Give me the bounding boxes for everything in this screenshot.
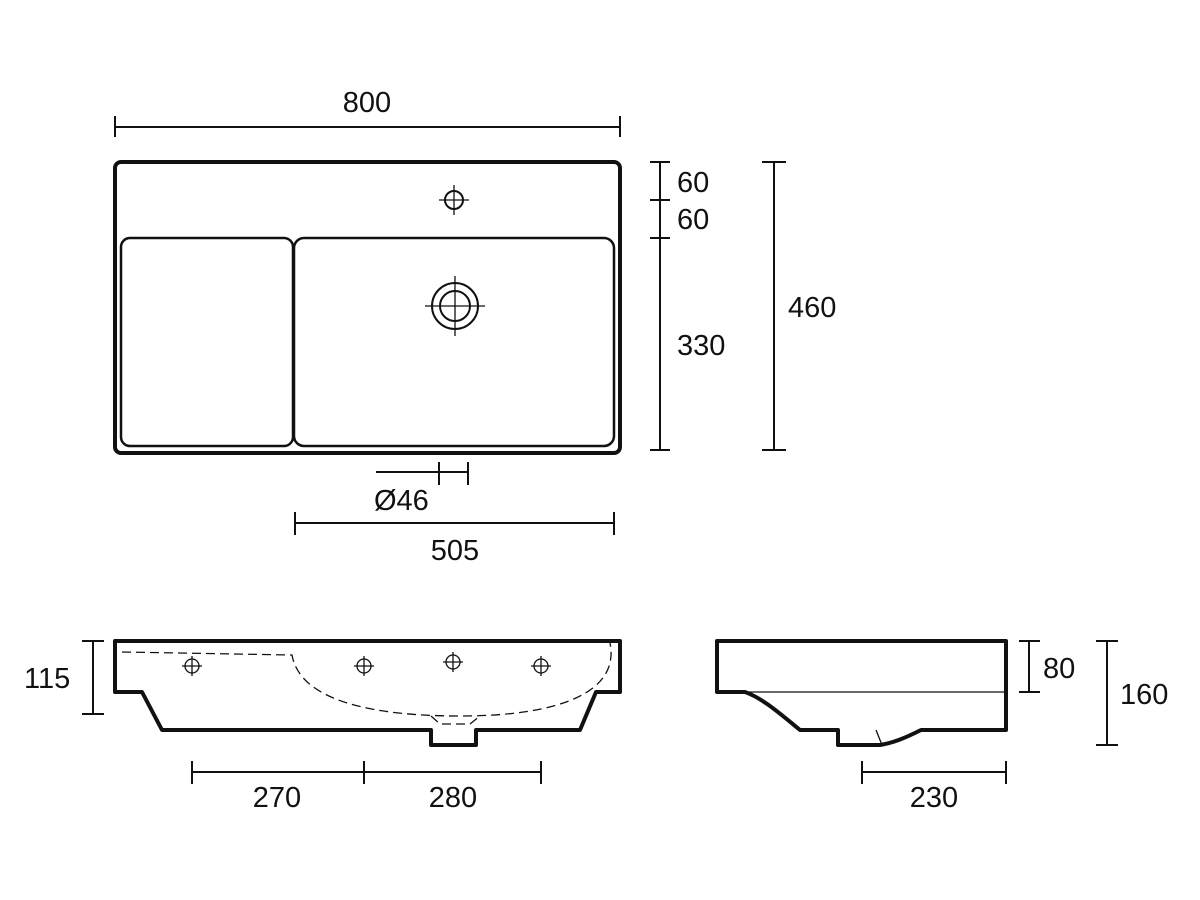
front-fixing-holes	[182, 652, 551, 676]
dim-rim-height: 80	[1019, 640, 1075, 693]
dim-waste-diameter: Ø46	[374, 462, 469, 517]
front-view	[113, 639, 622, 747]
label-overall-depth: 460	[788, 292, 836, 324]
side-waste-detail	[875, 729, 883, 746]
label-overall-height: 160	[1120, 679, 1168, 711]
dim-front-offsets: 270 280	[191, 761, 542, 814]
label-front-height: 115	[24, 663, 70, 695]
shelf-area	[119, 236, 295, 448]
plan-view	[113, 160, 622, 455]
side-outline	[715, 639, 1008, 747]
label-side-waste-offset: 230	[910, 782, 958, 814]
label-bowl-width: 505	[431, 535, 479, 567]
label-tap-hole-from-back: 60	[677, 167, 709, 199]
basin-outline	[113, 160, 622, 455]
dim-top-width: 800	[114, 87, 621, 137]
label-waste-diameter: Ø46	[374, 485, 429, 517]
tap-hole	[439, 185, 469, 215]
dim-overall-height: 160	[1096, 640, 1168, 746]
label-tap-hole-to-bowl: 60	[677, 204, 709, 236]
front-outline	[113, 639, 622, 747]
dim-side-waste-offset: 230	[861, 761, 1007, 814]
label-left-offset: 270	[253, 782, 301, 814]
bowl-area	[292, 236, 616, 448]
dim-overall-depth: 460	[762, 161, 836, 451]
bowl-hidden-profile	[121, 642, 612, 717]
label-bowl-depth: 330	[677, 330, 725, 362]
waste-hidden-profile	[430, 715, 481, 725]
label-rim-height: 80	[1043, 653, 1075, 685]
dim-front-height: 115	[24, 640, 104, 715]
waste-outlet	[425, 276, 485, 336]
label-right-offset: 280	[429, 782, 477, 814]
side-view	[715, 639, 1008, 747]
dim-bowl-width: 505	[294, 512, 615, 567]
label-top-width: 800	[343, 87, 391, 119]
dim-depth-chain: 60 60 330	[650, 161, 725, 451]
